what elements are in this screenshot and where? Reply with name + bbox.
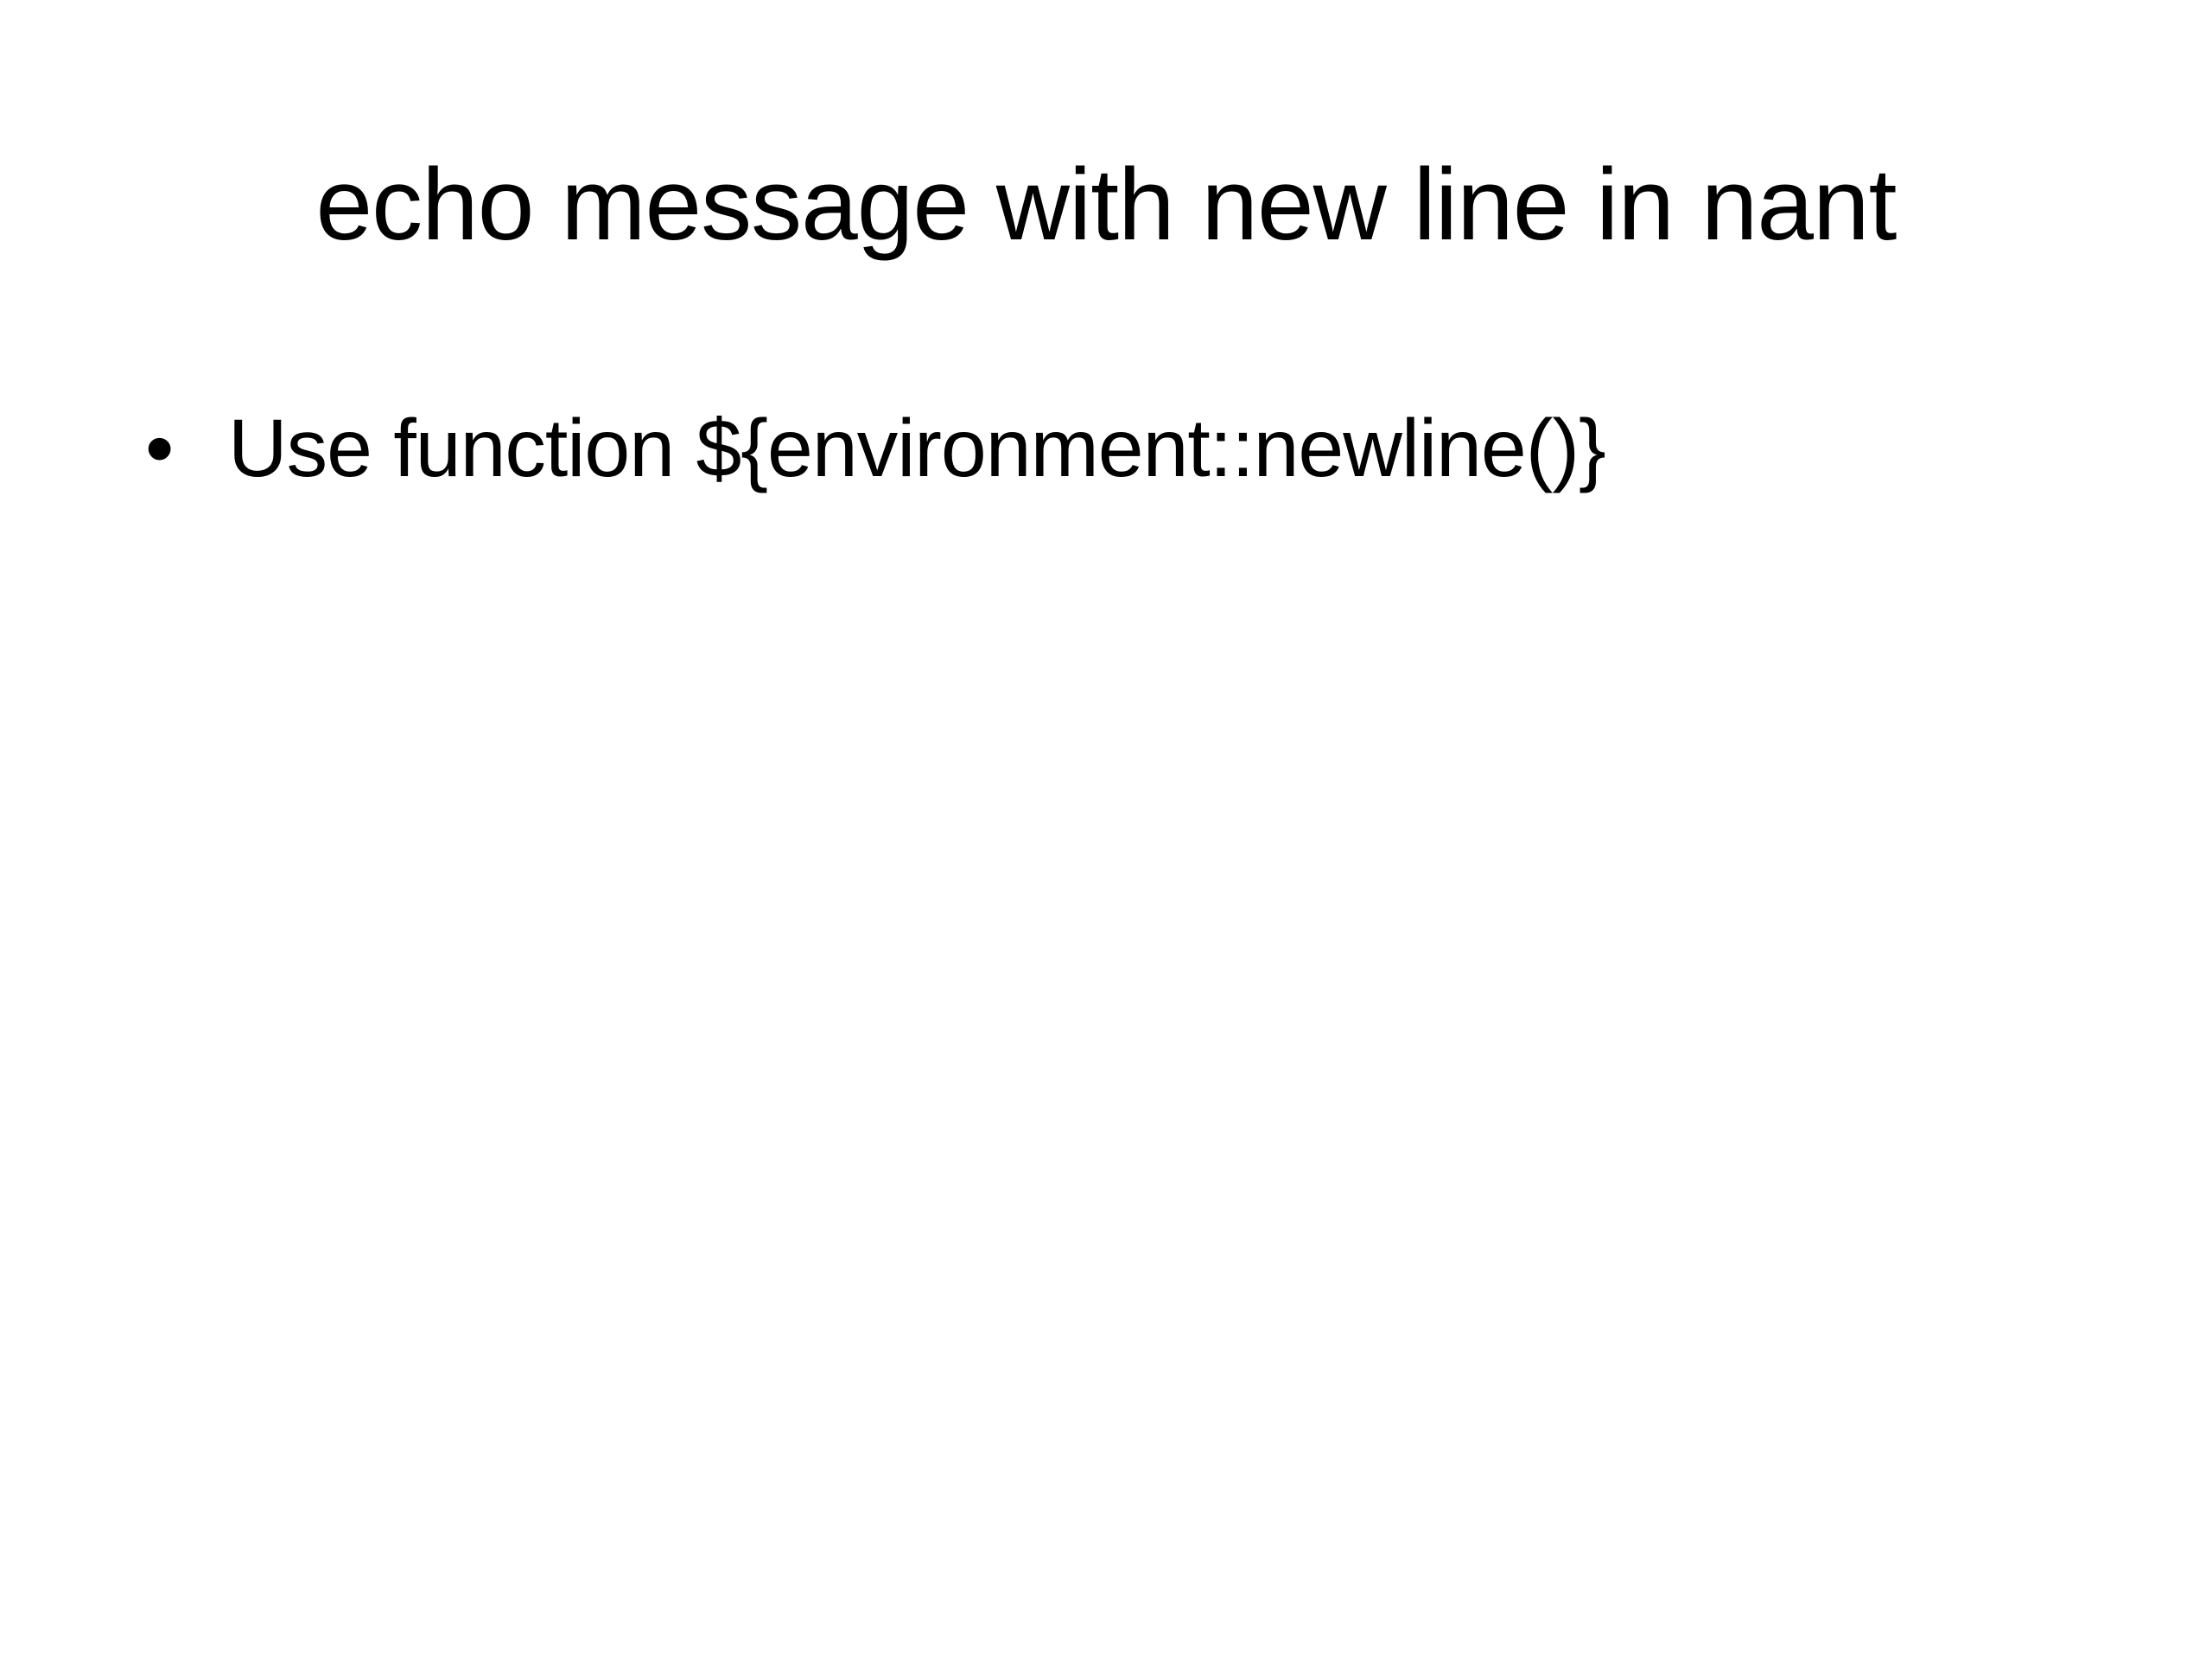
bullet-list: • Use function ${environment::newline()} — [145, 399, 2126, 498]
bullet-item: • Use function ${environment::newline()} — [145, 399, 2126, 498]
slide-title: echo message with new line in nant — [315, 148, 1897, 262]
bullet-icon: • — [145, 403, 175, 494]
bullet-text: Use function ${environment::newline()} — [228, 403, 1606, 494]
